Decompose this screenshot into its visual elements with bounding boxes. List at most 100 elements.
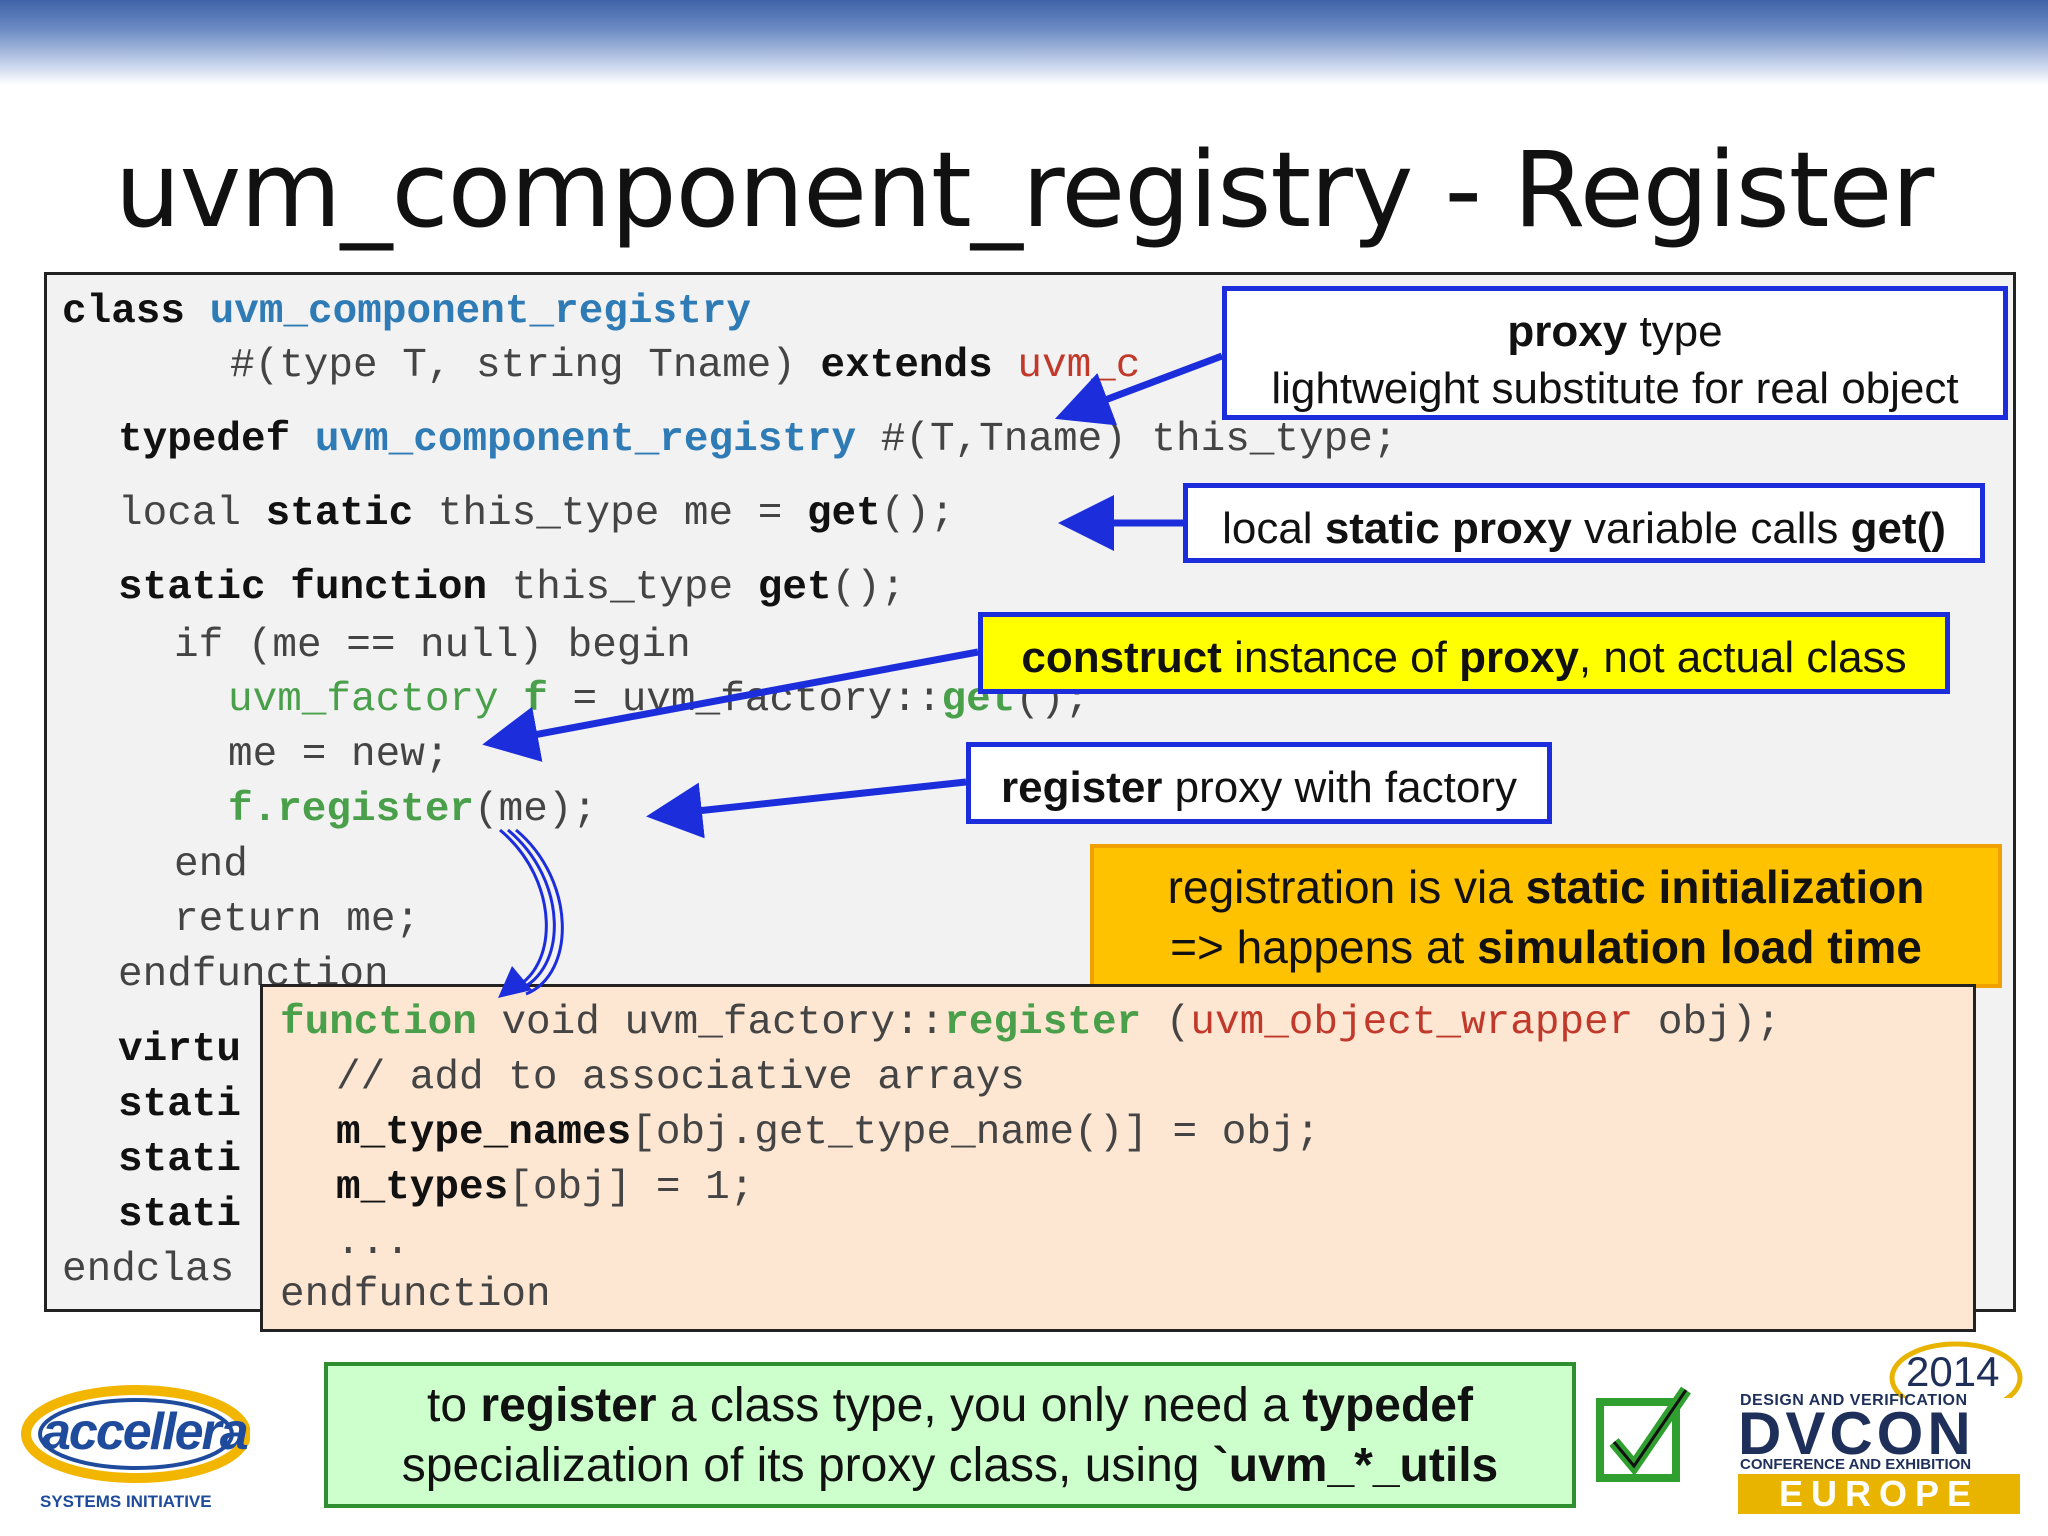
- func-line-5: ...: [336, 1220, 410, 1266]
- code-function: f.register: [228, 787, 475, 833]
- note-line: specialization of its proxy class, using…: [328, 1436, 1572, 1496]
- code-line-2: #(type T, string Tname) extends uvm_c: [230, 346, 1140, 387]
- code-text: obj);: [1657, 1000, 1781, 1046]
- callout-static-initialization: registration is via static initializatio…: [1090, 844, 2002, 988]
- callout-line: lightweight substitute for real object: [1271, 364, 1959, 414]
- code-line-15: stati: [118, 1137, 242, 1183]
- code-keyword: class: [62, 289, 186, 335]
- callout-construct-proxy: construct instance of proxy, not actual …: [978, 612, 1950, 694]
- bottom-note: to register a class type, you only need …: [324, 1362, 1576, 1508]
- slide-title: uvm_component_registry - Register: [114, 129, 1935, 251]
- note-bold: register: [480, 1379, 657, 1432]
- checkmark-icon: [1596, 1386, 1691, 1482]
- note-text: to: [427, 1379, 481, 1432]
- note-line: to register a class type, you only need …: [328, 1376, 1572, 1436]
- code-text: this_type me =: [437, 491, 783, 537]
- callout-text: registration is via: [1167, 861, 1526, 913]
- code-text: (: [1165, 1000, 1191, 1046]
- note-text: a class type, you only need a: [656, 1379, 1303, 1432]
- code-type: uvm_factory: [228, 677, 499, 723]
- note-bold: `uvm_*_utils: [1212, 1439, 1499, 1493]
- func-line-4: m_types[obj] = 1;: [336, 1168, 754, 1209]
- code-function: get: [757, 565, 832, 611]
- callout-text: variable calls: [1571, 504, 1851, 553]
- code-line-16: stati: [118, 1192, 242, 1238]
- code-line-11: return me;: [174, 897, 421, 943]
- arrow-to-function-line3: [515, 828, 564, 996]
- code-text: [obj] = 1;: [508, 1165, 755, 1211]
- accellera-logo: accellera SYSTEMS INITIATIVE: [18, 1384, 250, 1514]
- callout-text: => happens at: [1170, 920, 1478, 973]
- code-line-7: uvm_factory f = uvm_factory::get();: [228, 680, 1089, 721]
- register-function-panel: [260, 984, 1976, 1332]
- callout-text: local: [1222, 504, 1325, 553]
- code-line-4: local static this_type me = get();: [118, 494, 955, 535]
- dvcon-top-text: DESIGN AND VERIFICATION: [1740, 1392, 1968, 1409]
- callout-text: instance of: [1221, 633, 1460, 682]
- dvcon-region: EUROPE: [1738, 1474, 2020, 1514]
- code-params: #(type T, string Tname): [230, 343, 796, 389]
- header-gradient-bar: [0, 0, 2048, 85]
- note-bold: typedef: [1302, 1379, 1473, 1432]
- code-line-17: endclas: [62, 1247, 235, 1293]
- callout-bold: proxy: [1507, 307, 1628, 356]
- code-keyword: extends: [820, 343, 993, 389]
- callout-register-proxy: register proxy with factory: [966, 742, 1552, 824]
- code-line-10: end: [174, 842, 248, 888]
- dvcon-year: 2014: [1906, 1348, 2000, 1395]
- callout-text: , not actual class: [1578, 633, 1907, 682]
- code-class-name: uvm_component_registry: [314, 417, 857, 463]
- code-text: local: [118, 491, 242, 537]
- arrow-to-function-line2: [507, 828, 556, 992]
- callout-line: registration is via static initializatio…: [1094, 858, 1998, 918]
- arrow-register: [646, 778, 967, 839]
- code-text: #(T,Tname) this_type;: [880, 417, 1398, 463]
- dvcon-sub-text: CONFERENCE AND EXHIBITION: [1740, 1456, 1972, 1473]
- func-line-3: m_type_names[obj.get_type_name()] = obj;: [336, 1113, 1320, 1154]
- code-keyword: function: [280, 1000, 477, 1046]
- code-keyword: function: [290, 565, 488, 611]
- callout-bold: simulation load time: [1477, 920, 1922, 973]
- callout-bold: static initialization: [1525, 861, 1925, 913]
- code-keyword: static: [118, 565, 266, 611]
- func-line-1: function void uvm_factory::register (uvm…: [280, 1003, 1781, 1044]
- callout-text: proxy with factory: [1162, 763, 1517, 812]
- code-text: void uvm_factory::: [501, 1000, 945, 1046]
- code-text: this_type: [511, 565, 734, 611]
- callout-local-static: local static proxy variable calls get(): [1183, 483, 1985, 563]
- callout-line: => happens at simulation load time: [1094, 918, 1998, 978]
- callout-line: proxy type: [1227, 303, 2003, 360]
- dvcon-wordmark: DVCON: [1738, 1400, 1975, 1467]
- accellera-subtitle: SYSTEMS INITIATIVE: [40, 1492, 212, 1511]
- callout-proxy-type: proxy type lightweight substitute for re…: [1222, 286, 2008, 420]
- arrow-to-function-head: [498, 966, 532, 998]
- func-line-2: // add to associative arrays: [336, 1055, 1025, 1101]
- dvcon-arc: [1889, 1341, 2023, 1398]
- code-var: m_types: [336, 1165, 509, 1211]
- code-line-8: me = new;: [228, 732, 450, 778]
- callout-bold: static proxy: [1324, 504, 1572, 553]
- code-class-name: uvm_component_registry: [209, 289, 751, 335]
- code-line-9: f.register(me);: [228, 790, 597, 831]
- code-keyword: typedef: [118, 417, 291, 463]
- code-line-13: virtu: [118, 1027, 242, 1073]
- code-text: ();: [880, 491, 955, 537]
- callout-bold: construct: [1021, 633, 1222, 682]
- arrow-to-function: [499, 828, 548, 992]
- callout-bold: get(): [1850, 504, 1946, 553]
- callout-bold: register: [1001, 763, 1163, 812]
- dvcon-europe-logo: 2014 DESIGN AND VERIFICATION DVCON CONFE…: [1736, 1338, 2026, 1516]
- code-line-3: typedef uvm_component_registry #(T,Tname…: [118, 420, 1397, 461]
- code-function: get: [806, 491, 881, 537]
- code-line-1: class uvm_component_registry: [62, 292, 751, 333]
- arrow-construct: [482, 648, 979, 762]
- code-line-14: stati: [118, 1082, 242, 1128]
- accellera-wordmark: accellera: [42, 1403, 249, 1461]
- func-line-6: endfunction: [280, 1272, 551, 1318]
- code-function: register: [944, 1000, 1142, 1046]
- code-text: (me);: [474, 787, 598, 833]
- callout-bold: proxy: [1459, 633, 1579, 682]
- accellera-logo-ellipse: [21, 1385, 250, 1483]
- arrow-proxy-type: [1054, 352, 1224, 426]
